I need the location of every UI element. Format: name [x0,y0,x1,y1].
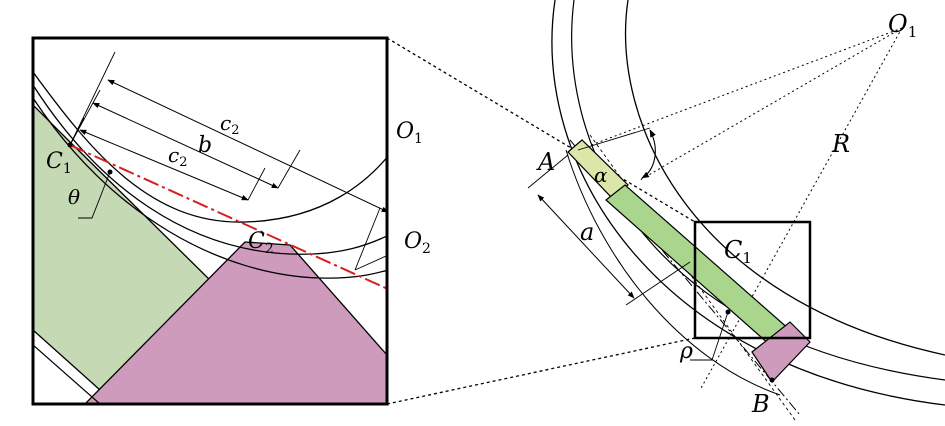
inset-frame [31,36,389,406]
inset-label-c2: C2 [248,229,274,257]
main-yellow-block [567,139,629,199]
inset-pink-block [84,241,387,404]
inset-label-c2-top: c2 [220,111,239,138]
inset-label-o1: O1 [396,119,423,147]
main-label-b-point: B [751,390,770,418]
main-dim-a [537,194,635,299]
connector-top [386,37,696,223]
inset-label-theta: θ [68,185,80,209]
main-green-bar [605,184,791,346]
main-label-o1: O1 [888,10,917,41]
inset-label-o2: O2 [404,229,431,257]
main-panel: O1 R A α a C1 ρ B [527,0,945,421]
main-label-a-dim: a [580,218,594,246]
main-label-c1: C1 [724,236,752,267]
inset-dim-c2-top [107,79,387,213]
main-arc-inner [624,0,945,356]
inset-dim-c2-mid [79,129,249,201]
inset-label-c2-mid: c2 [168,143,187,170]
main-zoom-box [693,220,812,340]
main-label-alpha: α [594,163,608,187]
connector-bottom [386,337,696,405]
main-label-a-point: A [536,148,555,176]
inset-panel: c2 b c2 C1 θ C2 O1 O2 [31,36,431,406]
main-label-rho: ρ [679,339,693,364]
inset-label-c1: C1 [46,149,72,177]
main-label-r: R [831,130,850,158]
inset-label-b: b [198,133,212,158]
inset-dim-b [92,102,279,189]
